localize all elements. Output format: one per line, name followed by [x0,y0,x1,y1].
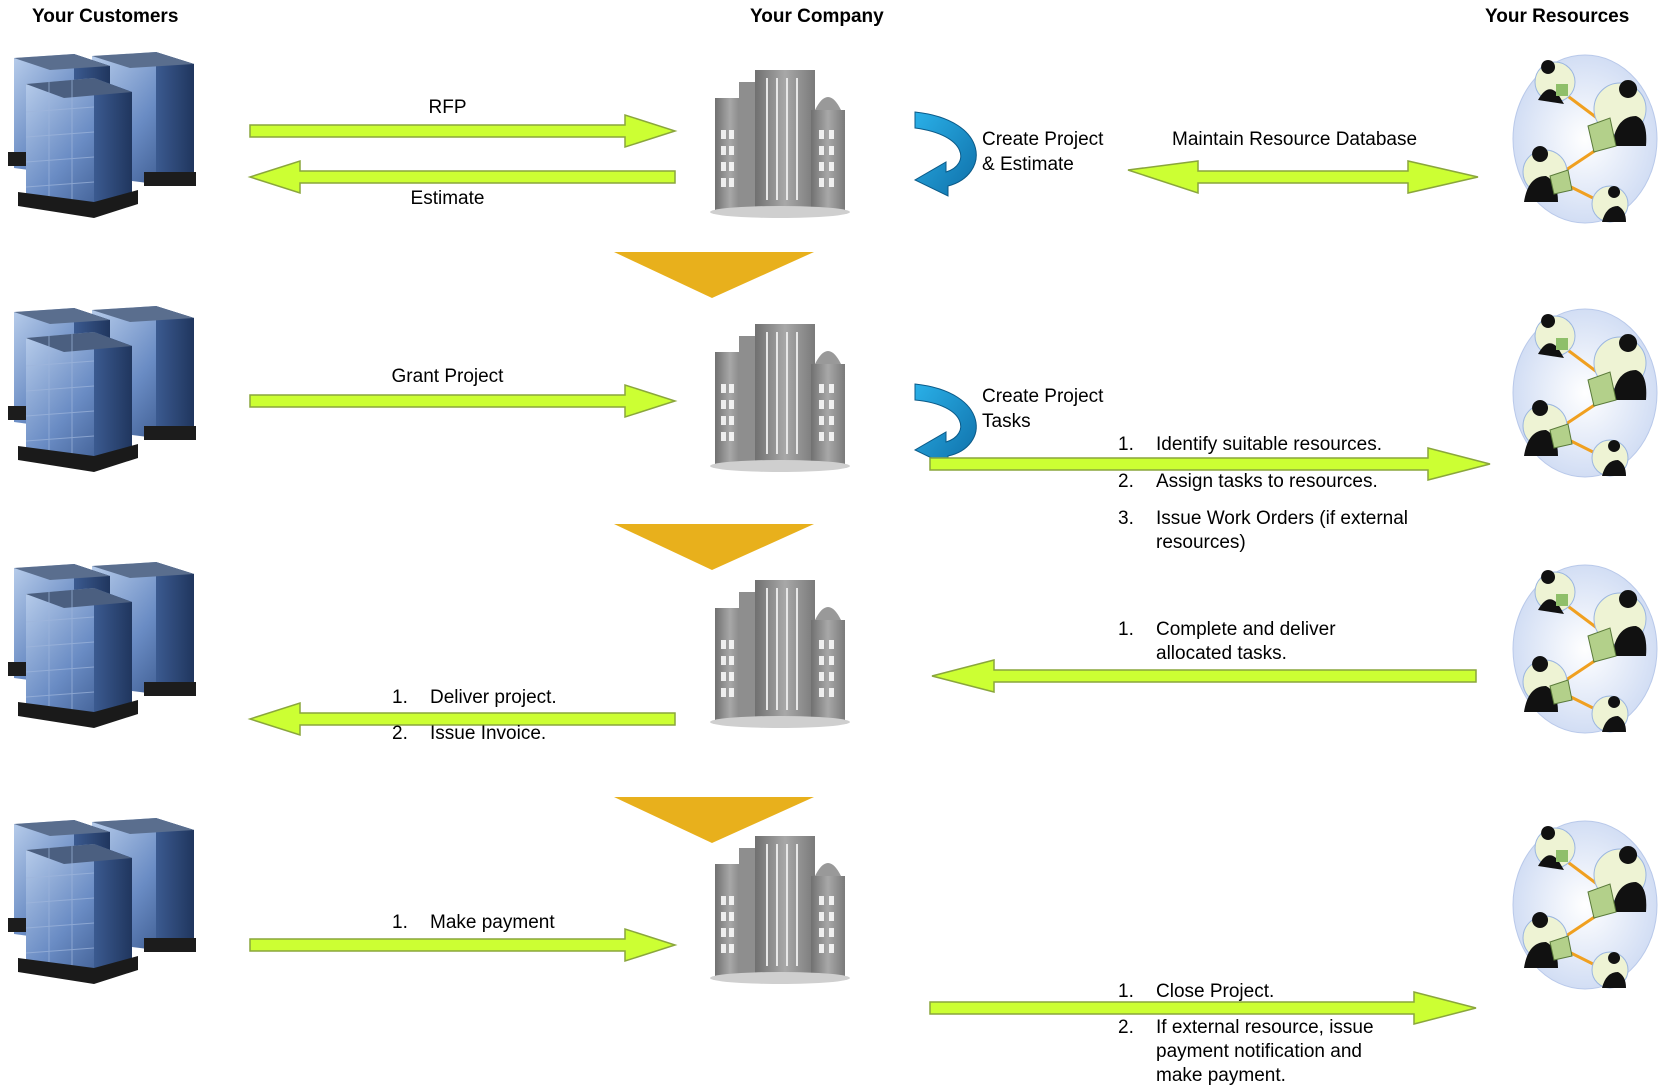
company-office-icon [709,69,851,219]
step-external-resource-payment-cont2: make payment. [1156,1065,1286,1086]
step-deliver-project: Deliver project. [430,687,557,708]
resources-header: Your Resources [1485,6,1630,27]
step-number: 2. [1118,471,1134,492]
step-identify-resources: Identify suitable resources. [1156,434,1383,455]
resource-database-double-arrow [1127,160,1479,195]
create-estimate-loop-arrow [913,111,977,197]
deliver-project-arrow [247,701,676,737]
make-payment-arrow [249,927,678,963]
step-external-resource-payment-cont1: payment notification and [1156,1041,1362,1062]
close-project-arrow [929,991,1477,1025]
rfp-arrow [249,113,678,149]
step-issue-invoice: Issue Invoice. [430,723,547,744]
customer-buildings-icon [7,51,197,219]
step-external-resource-payment: If external resource, issue [1156,1017,1374,1038]
company-office-icon [709,835,851,985]
rfp-label: RFP [428,97,467,118]
step-number: 1. [392,687,408,708]
step-issue-work-orders: Issue Work Orders (if external [1156,508,1409,529]
resource-people-network-icon [1511,563,1659,735]
stage-down-arrow-3 [614,797,814,843]
resource-people-network-icon [1511,53,1659,225]
company-office-icon [709,579,851,729]
estimate-arrow [247,159,676,195]
create-tasks-label-line2: Tasks [982,411,1031,432]
create-tasks-loop-arrow [913,383,977,467]
grant-project-label: Grant Project [391,366,504,387]
step-number: 3. [1118,508,1134,529]
stage-down-arrow-2 [614,524,814,570]
customer-buildings-icon [7,817,197,985]
step-make-payment: Make payment [430,912,555,933]
resource-database-label: Maintain Resource Database [1172,129,1418,150]
step-number: 2. [392,723,408,744]
create-estimate-label-line1: Create Project [982,129,1104,150]
assign-resources-arrow [929,447,1491,481]
company-header: Your Company [750,6,884,27]
step-number: 1. [1118,981,1134,1002]
customers-header: Your Customers [32,6,179,27]
estimate-label: Estimate [410,188,485,209]
stage-down-arrow-1 [614,252,814,298]
step-complete-deliver: Complete and deliver [1156,619,1336,640]
step-number: 1. [392,912,408,933]
create-estimate-label-line2: & Estimate [982,154,1074,175]
step-close-project: Close Project. [1156,981,1275,1002]
company-office-icon [709,323,851,473]
create-tasks-label-line1: Create Project [982,386,1104,407]
step-assign-tasks: Assign tasks to resources. [1156,471,1378,492]
step-number: 1. [1118,434,1134,455]
step-complete-deliver-cont: allocated tasks. [1156,643,1287,664]
step-issue-work-orders-cont: resources) [1156,532,1246,553]
resource-people-network-icon [1511,307,1659,479]
resource-people-network-icon [1511,819,1659,991]
grant-project-arrow [249,383,678,419]
step-number: 2. [1118,1017,1134,1038]
customer-buildings-icon [7,561,197,729]
deliver-tasks-arrow [931,659,1477,693]
step-number: 1. [1118,619,1134,640]
customer-buildings-icon [7,305,197,473]
